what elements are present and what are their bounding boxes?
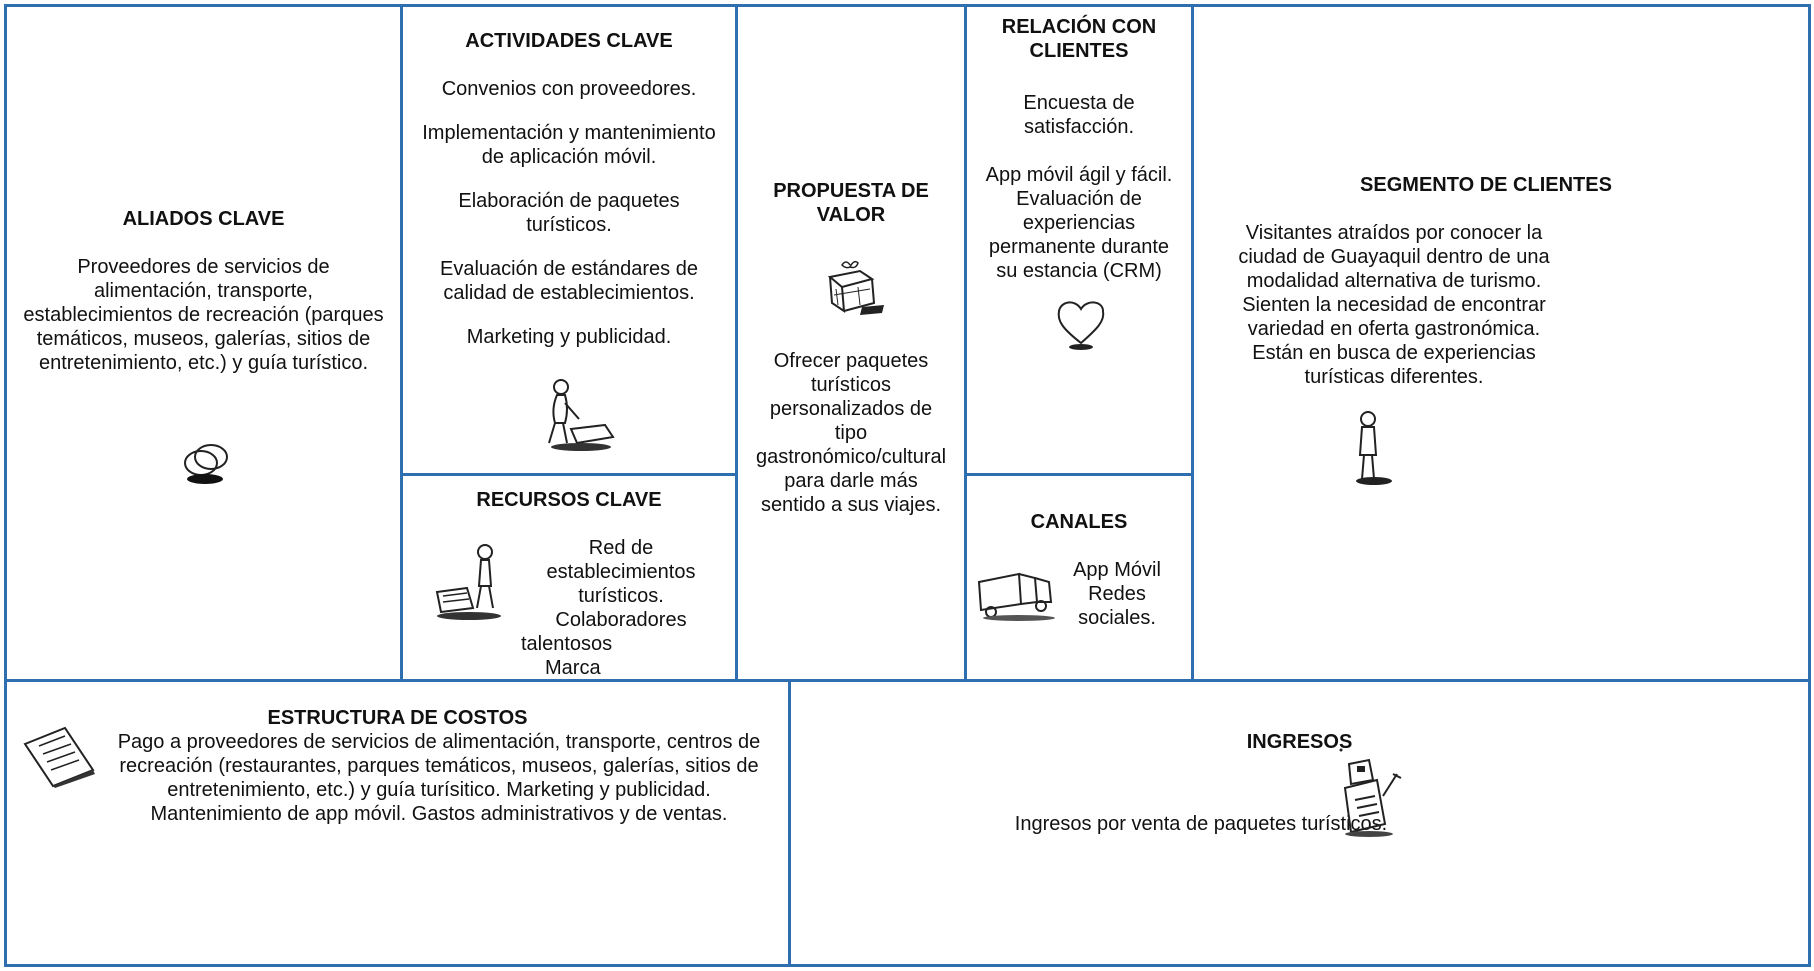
relacion-title-line: CLIENTES — [1029, 40, 1129, 62]
gift-icon — [820, 259, 890, 319]
propuesta-title-line: VALOR — [816, 204, 886, 226]
recurso-line: establecimientos — [546, 561, 696, 583]
actividad-item: Marketing y publicidad. — [466, 326, 672, 348]
aliados-clave-title: ALIADOS CLAVE — [122, 208, 285, 230]
estructura-costos-text: Pago a proveedores de servicios de alime… — [117, 731, 761, 825]
canal-line: App Móvil — [1073, 559, 1161, 581]
actividad-item: Convenios con proveedores. — [441, 78, 697, 100]
cash-register-icon — [1333, 744, 1407, 838]
recursos-clave-text: Red de establecimientos turísticos. Cola… — [521, 536, 721, 680]
segmento-clientes-title: SEGMENTO DE CLIENTES — [1360, 174, 1612, 196]
estructura-costos-title: ESTRUCTURA DE COSTOS — [267, 707, 528, 729]
canales-text: App Móvil Redes sociales. — [1067, 558, 1167, 630]
ingresos-title: INGRESOS — [1246, 731, 1353, 753]
relacion-clientes-text-2: App móvil ágil y fácil. Evaluación de ex… — [979, 163, 1179, 283]
propuesta-valor-title: PROPUESTA DE VALOR — [738, 179, 964, 227]
recurso-line: talentosos — [521, 633, 613, 655]
relacion-item: App móvil ágil y fácil. Evaluación de ex… — [985, 164, 1173, 282]
relacion-clientes-block: RELACIÓN CON CLIENTES Encuesta de satisf… — [964, 4, 1194, 476]
recurso-line: Marca — [545, 657, 601, 679]
recurso-line: turísticos. — [578, 585, 664, 607]
document-icon — [19, 724, 99, 790]
actividad-item: Evaluación de estándares de calidad de e… — [440, 258, 698, 304]
segmento-clientes-text: Visitantes atraídos por conocer la ciuda… — [1238, 222, 1550, 388]
relacion-title-line: RELACIÓN CON — [1001, 16, 1157, 38]
heart-icon — [1053, 297, 1109, 351]
relacion-item: Encuesta de satisfacción. — [1023, 92, 1135, 138]
worker-icon — [535, 377, 617, 453]
canales-block: CANALES App Móvil Redes sociales. — [964, 473, 1194, 682]
actividades-clave-block: ACTIVIDADES CLAVE Convenios con proveedo… — [400, 4, 738, 476]
propuesta-valor-text: Ofrecer paquetes turísticos personalizad… — [755, 350, 947, 516]
actividad-item: Elaboración de paquetes turísticos. — [458, 190, 680, 236]
aliados-clave-block: ALIADOS CLAVE Proveedores de servicios d… — [4, 4, 403, 682]
aliados-clave-text: Proveedores de servicios de alimentación… — [23, 256, 384, 374]
rings-icon — [175, 431, 237, 489]
propuesta-title-line: PROPUESTA DE — [773, 180, 929, 202]
recurso-line: Red de — [588, 537, 654, 559]
relacion-clientes-title: RELACIÓN CON CLIENTES — [967, 15, 1191, 63]
ingresos-block: INGRESOS Ingresos por venta de paquetes … — [788, 679, 1811, 967]
canal-line: sociales. — [1078, 607, 1156, 629]
canal-line: Redes — [1088, 583, 1146, 605]
estructura-costos-block: ESTRUCTURA DE COSTOS Pago a proveedores … — [4, 679, 791, 967]
actividades-clave-list: Convenios con proveedores. Implementació… — [415, 77, 723, 349]
truck-icon — [975, 562, 1061, 624]
ingresos-text: Ingresos por venta de paquetes turístico… — [1014, 813, 1388, 835]
recursos-clave-title: RECURSOS CLAVE — [476, 489, 662, 511]
propuesta-valor-block: PROPUESTA DE VALOR Ofrecer paquetes turí… — [735, 4, 967, 682]
standing-person-icon — [1346, 409, 1398, 487]
person-with-cart-icon — [433, 542, 513, 622]
recursos-clave-block: RECURSOS CLAVE Red de establecimientos t… — [400, 473, 738, 682]
segmento-clientes-block: SEGMENTO DE CLIENTES Visitantes atraídos… — [1191, 4, 1811, 682]
relacion-clientes-text: Encuesta de satisfacción. — [997, 91, 1161, 139]
actividades-clave-title: ACTIVIDADES CLAVE — [465, 30, 673, 52]
canales-title: CANALES — [1030, 511, 1128, 533]
actividad-item: Implementación y mantenimiento de aplica… — [422, 122, 716, 168]
recurso-line: Colaboradores — [555, 609, 687, 631]
